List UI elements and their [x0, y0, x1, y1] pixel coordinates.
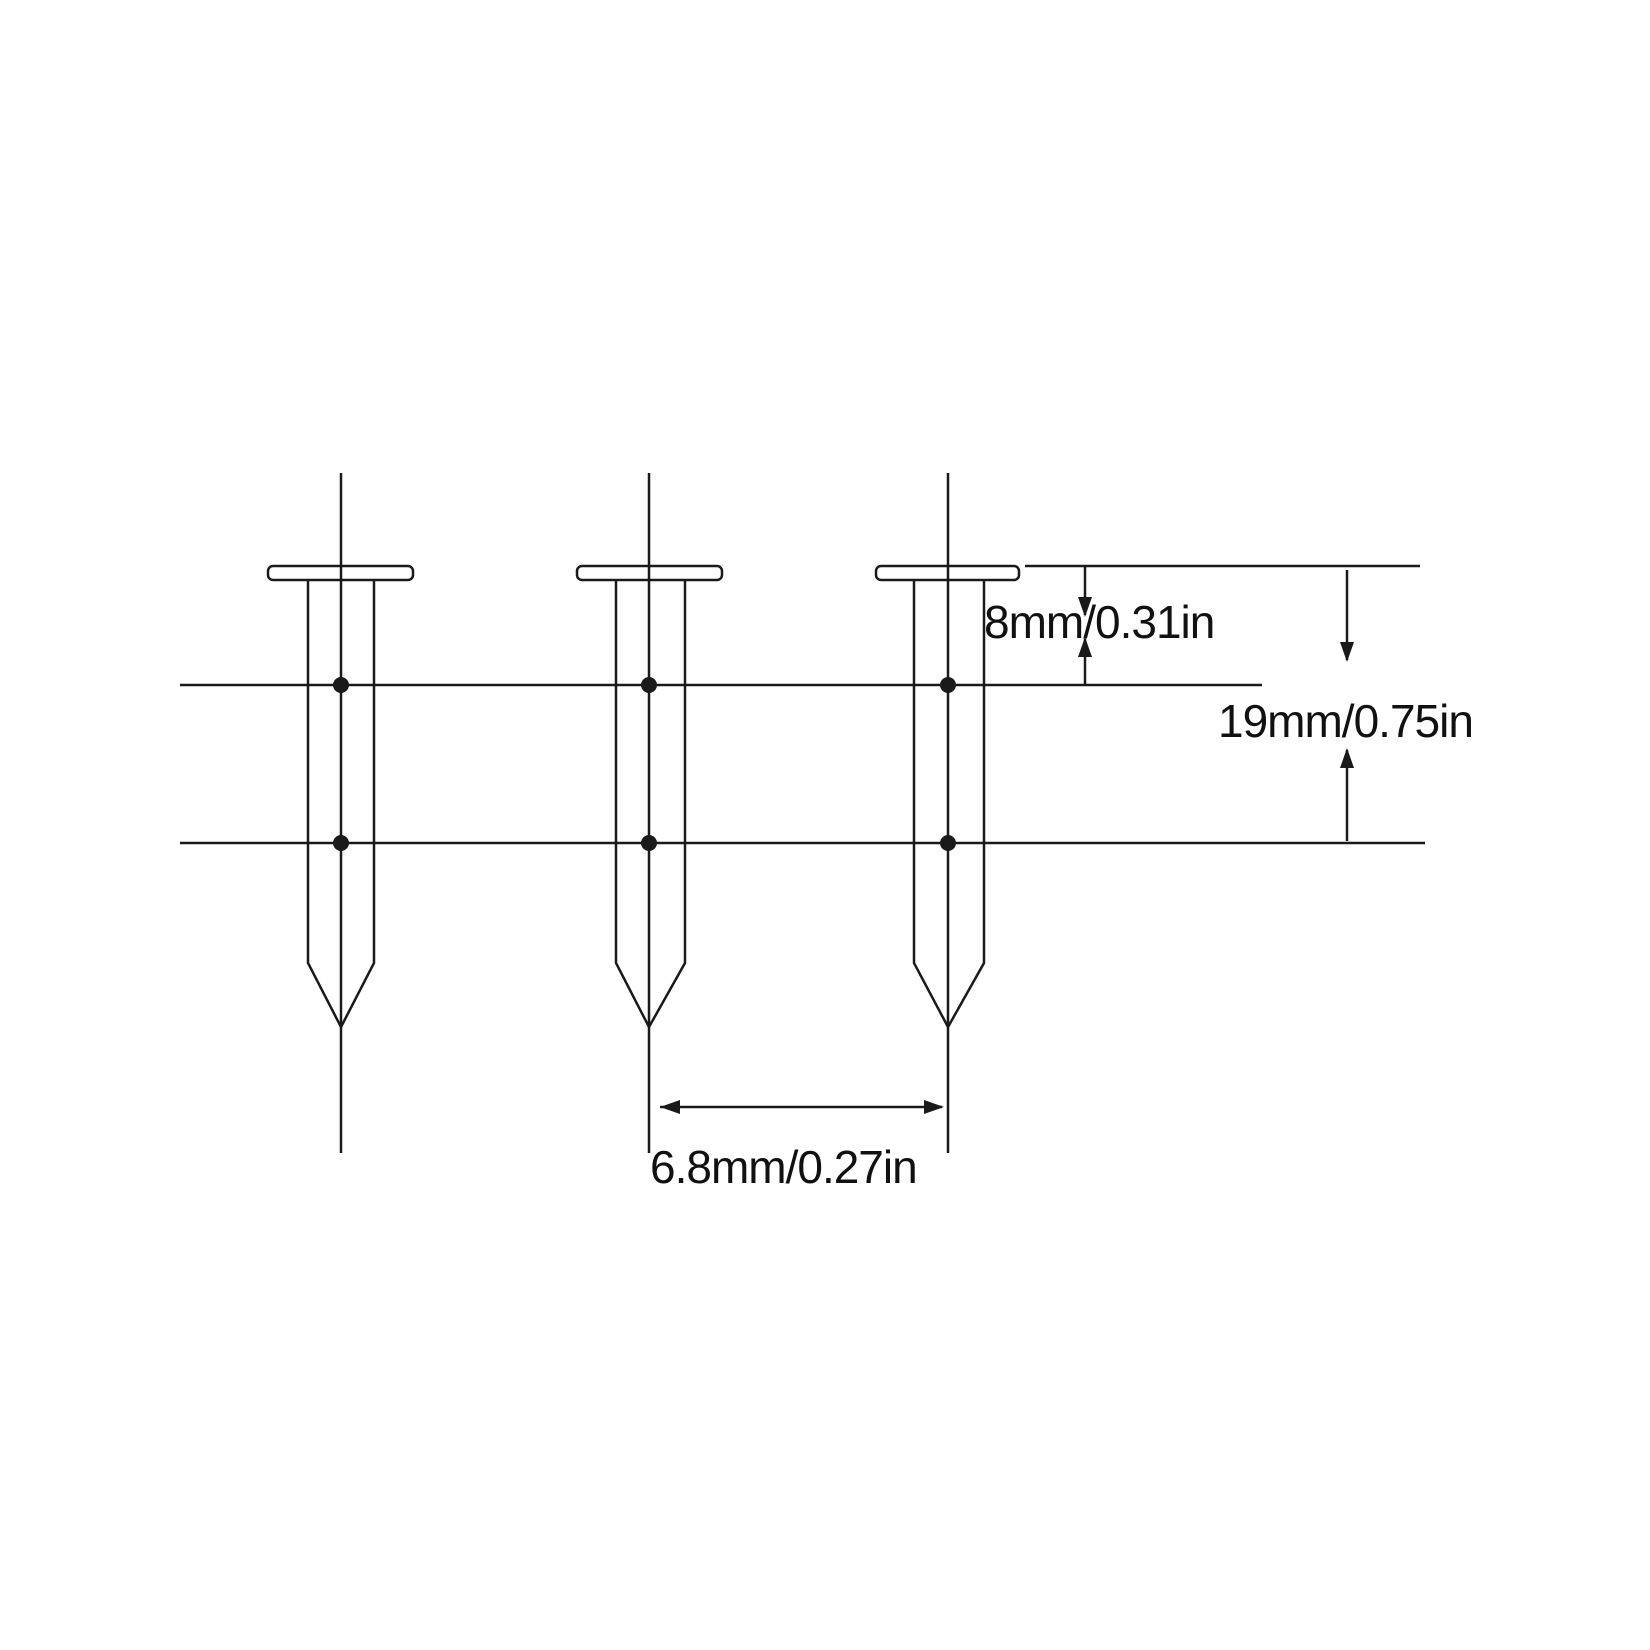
- nail-1-shank: [306, 580, 376, 1030]
- nail-3-head: [874, 564, 1021, 582]
- nail-2: [575, 473, 724, 1153]
- head-to-wire-label: 8mm/0.31in: [984, 596, 1214, 648]
- weld-dot-1-upper: [333, 677, 349, 693]
- nail-length-label: 19mm/0.75in: [1218, 695, 1473, 747]
- nail-3-shank: [912, 580, 986, 1030]
- nail-3: [874, 473, 1021, 1153]
- weld-dot-1-lower: [333, 835, 349, 851]
- weld-dot-3-upper: [940, 677, 956, 693]
- nail-spacing-label: 6.8mm/0.27in: [650, 1141, 917, 1193]
- nail-2-head: [575, 564, 724, 582]
- nail-1: [266, 473, 415, 1153]
- nail-1-head: [266, 564, 415, 582]
- weld-dot-2-upper: [641, 677, 657, 693]
- weld-dot-2-lower: [641, 835, 657, 851]
- spacing-arrow-left-head: [660, 1100, 680, 1114]
- weld-dot-3-lower: [940, 835, 956, 851]
- nail-2-shank: [614, 580, 687, 1030]
